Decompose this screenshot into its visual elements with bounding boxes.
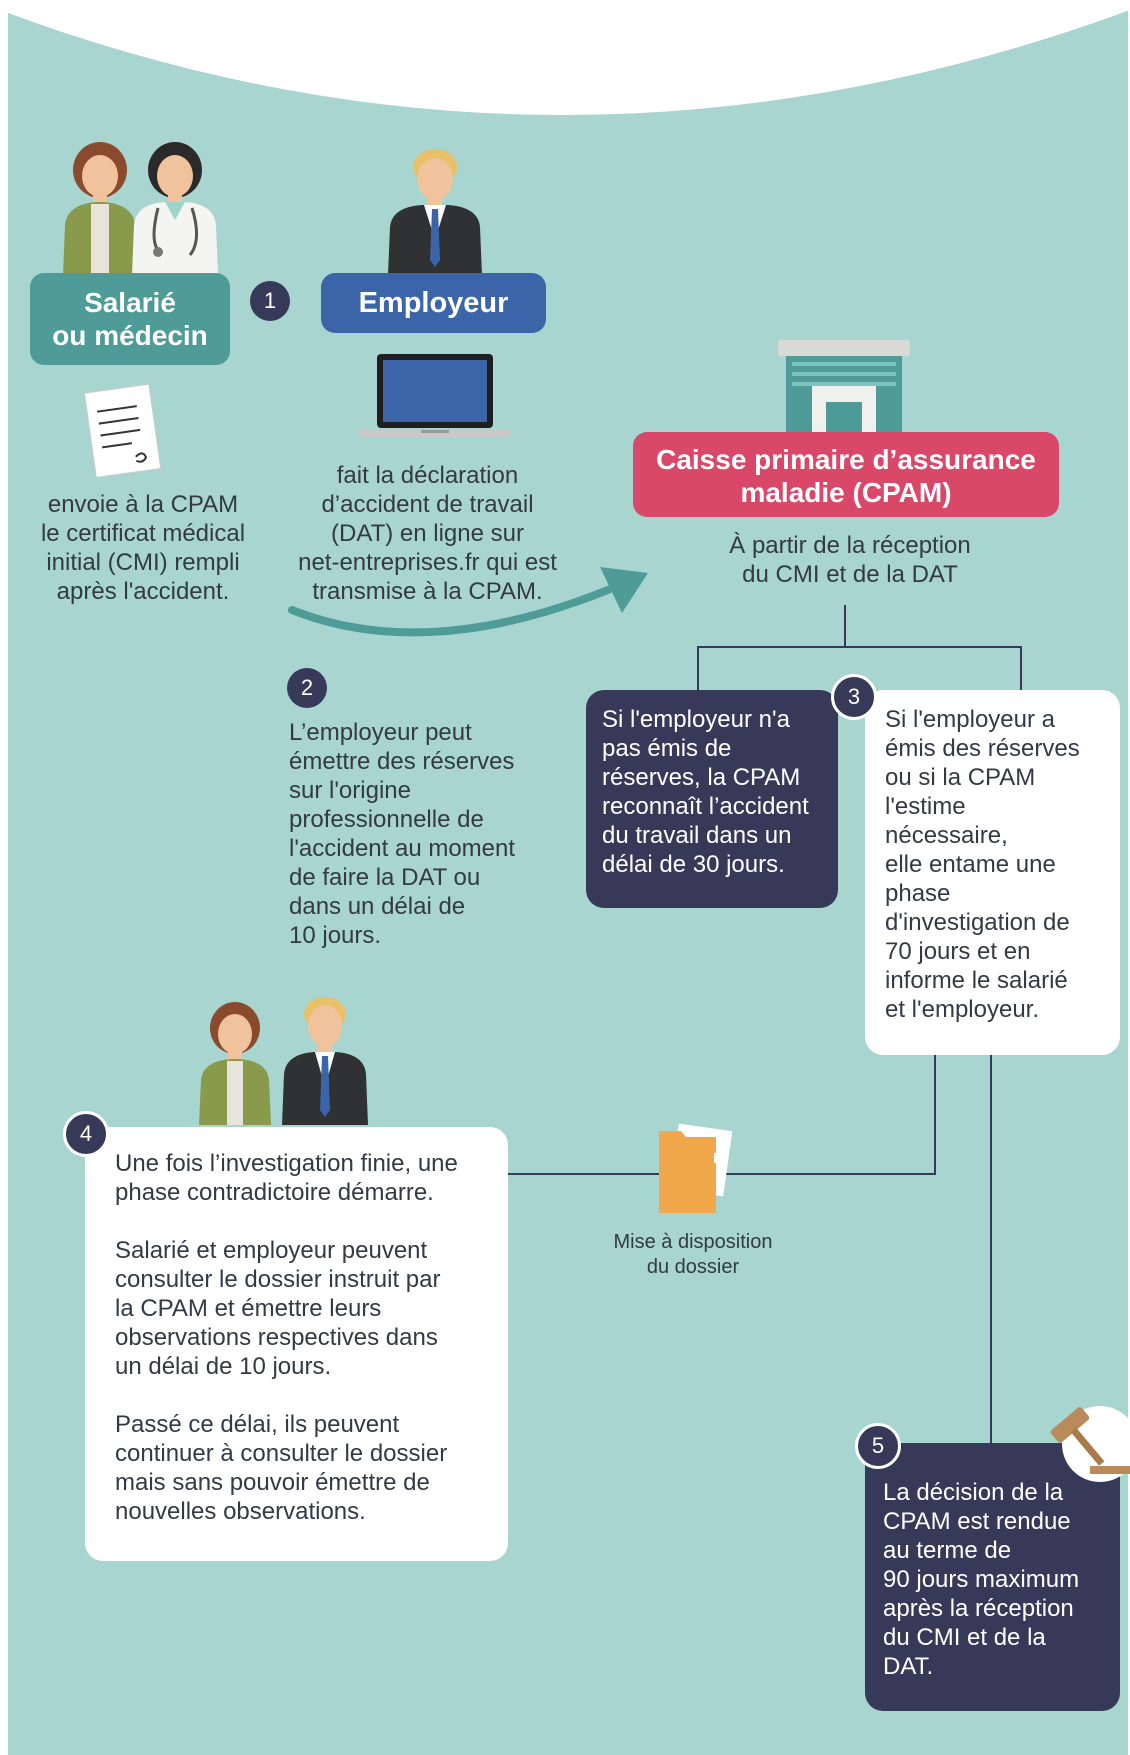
step-5-badge: 5: [855, 1423, 901, 1469]
employeur-action-line: transmise à la CPAM.: [312, 578, 543, 605]
step2-line: professionnelle de: [289, 806, 484, 833]
employeur-action-line: net-entreprises.fr qui est: [298, 549, 557, 576]
step4-line: la CPAM et émettre leurs: [115, 1295, 382, 1322]
cpam-label: Caisse primaire d’assurance maladie (CPA…: [633, 432, 1059, 517]
connector-line: [934, 1055, 936, 1175]
folder-icon: [659, 1123, 733, 1213]
step3a-line: délai de 30 jours.: [602, 851, 785, 878]
curved-arrow-icon: [288, 567, 648, 637]
step3a-line: du travail dans un: [602, 822, 792, 849]
connector-line: [697, 646, 1022, 648]
cpam-reception-line: du CMI et de la DAT: [742, 561, 958, 588]
employeur-action-line: (DAT) en ligne sur: [331, 520, 524, 547]
step-4-badge: 4: [63, 1111, 109, 1157]
step3a-line: pas émis de: [602, 735, 732, 762]
gavel-icon: [1050, 1406, 1130, 1482]
building-icon: [778, 340, 910, 432]
step5-line: DAT.: [883, 1653, 934, 1680]
step3-reserves-box: Si l'employeur a émis des réserves ou si…: [865, 690, 1120, 1055]
dossier-caption: Mise à disposition du dossier: [583, 1230, 803, 1280]
step3b-line: l'estime: [885, 793, 966, 820]
employeur-action-text: fait la déclaration d’accident de travai…: [285, 461, 570, 606]
step2-line: dans un délai de: [289, 893, 466, 920]
employeur-action-line: fait la déclaration: [336, 462, 519, 489]
step4-line: consulter le dossier instruit par: [115, 1266, 441, 1293]
step4-line: observations respectives dans: [115, 1324, 438, 1351]
step5-line: La décision de la: [883, 1479, 1064, 1506]
businessman-icon: [388, 149, 482, 275]
woman-icon: [199, 1002, 271, 1125]
step5-box: La décision de la CPAM est rendue au ter…: [865, 1443, 1120, 1711]
step4-box: Une fois l’investigation finie, une phas…: [85, 1127, 508, 1561]
step5-line: après la réception: [883, 1595, 1074, 1622]
cpam-line1: Caisse primaire d’assurance: [656, 444, 1036, 475]
cpam-reception-line: À partir de la réception: [729, 532, 971, 559]
step5-line: 90 jours maximum: [883, 1566, 1080, 1593]
dossier-line: du dossier: [646, 1256, 740, 1278]
salarie-action-line: le certificat médical: [40, 520, 246, 547]
step5-line: CPAM est rendue: [883, 1508, 1071, 1535]
step3b-line: ou si la CPAM: [885, 764, 1036, 791]
step-1-badge: 1: [250, 281, 290, 321]
step3b-line: phase: [885, 880, 951, 907]
connector-line: [844, 605, 846, 647]
top-curve: [0, 0, 1130, 115]
step3b-line: nécessaire,: [885, 822, 1008, 849]
step3b-line: elle entame une: [885, 851, 1056, 878]
doctor-icon: [132, 142, 218, 275]
connector-line: [990, 1055, 992, 1445]
step4-line: continuer à consulter le dossier: [115, 1440, 448, 1467]
connector-line: [1020, 646, 1022, 692]
step5-line: au terme de: [883, 1537, 1012, 1564]
step4-line: mais sans pouvoir émettre de: [115, 1469, 430, 1496]
step3a-line: reconnaît l’accident: [602, 793, 809, 820]
salarie-action-text: envoie à la CPAM le certificat médical i…: [28, 490, 258, 606]
step-2-badge: 2: [287, 668, 327, 708]
step2-line: émettre des réserves: [289, 748, 515, 775]
step2-line: sur l'origine: [289, 777, 411, 804]
step4-line: Passé ce délai, ils peuvent: [115, 1411, 400, 1438]
employeur-label: Employeur: [321, 273, 546, 333]
connector-line: [697, 646, 699, 692]
step5-line: du CMI et de la: [883, 1624, 1046, 1651]
step3b-line: émis des réserves: [885, 735, 1080, 762]
step4-line: Salarié et employeur peuvent: [115, 1237, 428, 1264]
step4-line: nouvelles observations.: [115, 1498, 366, 1525]
step2-line: L’employeur peut: [289, 719, 472, 746]
step2-line: 10 jours.: [289, 922, 382, 949]
step3a-line: réserves, la CPAM: [602, 764, 801, 791]
employeur-action-line: d’accident de travail: [321, 491, 534, 518]
woman-icon: [63, 142, 137, 275]
salarie-action-line: après l'accident.: [56, 578, 230, 605]
step3b-line: d'investigation de: [885, 909, 1070, 936]
salarie-action-line: initial (CMI) rempli: [46, 549, 240, 576]
step3b-line: 70 jours et en: [885, 938, 1031, 965]
step2-text: L’employeur peut émettre des réserves su…: [289, 718, 569, 950]
step4-line: phase contradictoire démarre.: [115, 1179, 434, 1206]
step3-no-reserves-box: Si l'employeur n'a pas émis de réserves,…: [586, 690, 838, 908]
step4-line: un délai de 10 jours.: [115, 1353, 332, 1380]
step2-line: l'accident au moment: [289, 835, 516, 862]
step3b-line: informe le salarié: [885, 967, 1068, 994]
step2-line: de faire la DAT ou: [289, 864, 481, 891]
step3a-line: Si l'employeur n'a: [602, 706, 790, 733]
document-icon: [83, 383, 162, 479]
dossier-line: Mise à disposition: [613, 1231, 773, 1253]
businessman-icon: [282, 997, 368, 1125]
cpam-reception-text: À partir de la réception du CMI et de la…: [700, 531, 1000, 589]
step-3-badge: 3: [831, 674, 877, 720]
salarie-medecin-label: Salarié ou médecin: [30, 273, 230, 365]
step3b-line: et l'employeur.: [885, 996, 1039, 1023]
salarie-action-line: envoie à la CPAM: [47, 491, 239, 518]
step3b-line: Si l'employeur a: [885, 706, 1055, 733]
cpam-line2: maladie (CPAM): [740, 477, 952, 508]
laptop-icon: [357, 354, 513, 438]
step4-line: Une fois l’investigation finie, une: [115, 1150, 458, 1177]
medecin-text: ou médecin: [52, 320, 208, 351]
salarie-text: Salarié: [84, 287, 176, 318]
